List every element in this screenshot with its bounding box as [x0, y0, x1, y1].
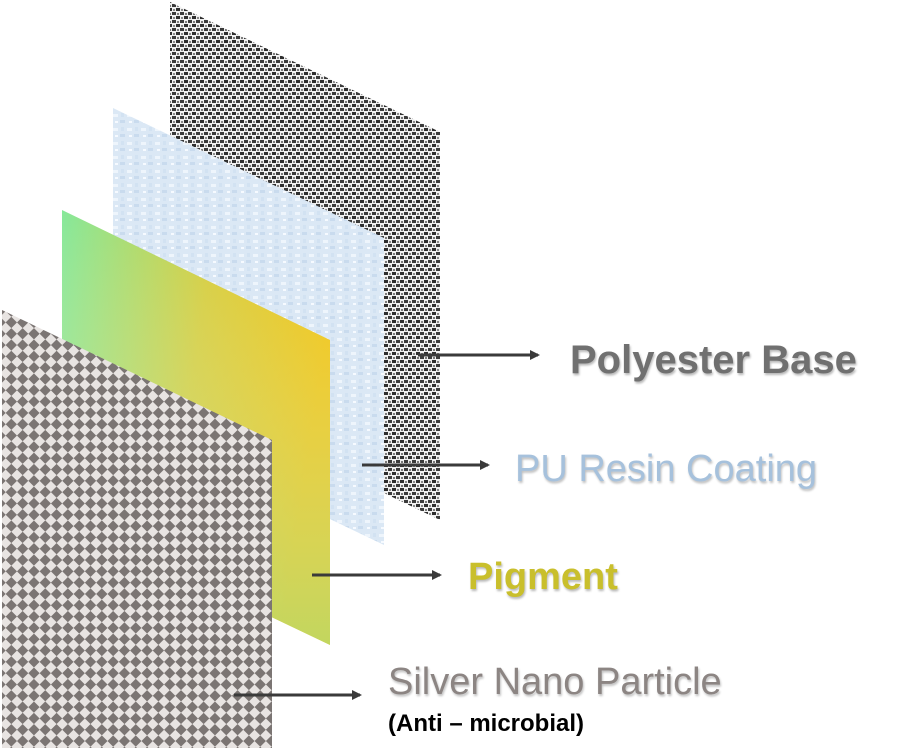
pu-resin-label: PU Resin Coating [515, 448, 818, 490]
pigment-label: Pigment [468, 556, 618, 598]
polyester-label: Polyester Base [570, 338, 857, 382]
silver-layer [2, 310, 272, 748]
silver-label: Silver Nano Particle [388, 661, 722, 703]
silver-sublabel: (Anti – microbial) [388, 710, 585, 737]
